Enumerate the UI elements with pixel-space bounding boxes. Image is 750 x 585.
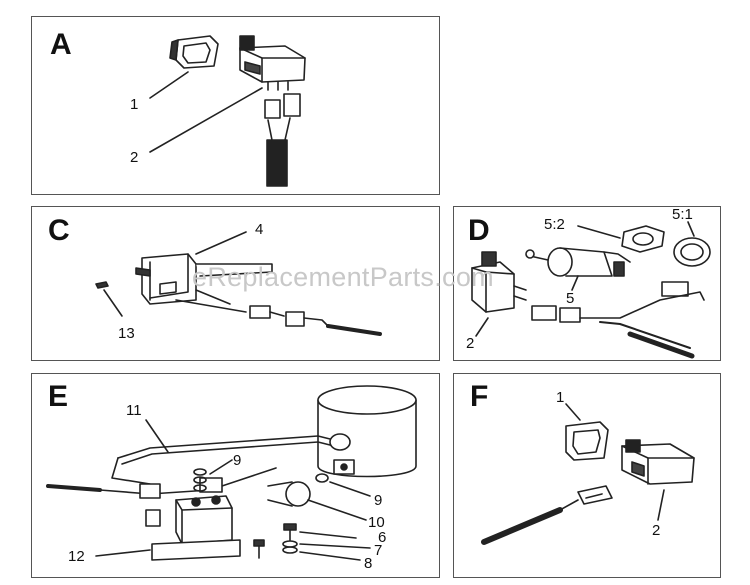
panel-d-harness-drawing: [531, 281, 705, 359]
callout-f-1: 1: [556, 389, 565, 406]
panel-a-switch-bezel-drawing: [169, 35, 219, 69]
callout-a-2: 2: [130, 149, 139, 166]
panel-c-screw-drawing: [95, 281, 109, 289]
panel-a-letter: A: [50, 28, 72, 61]
panel-d-plunger-switch-drawing: [471, 251, 527, 313]
callout-e-12: 12: [68, 548, 85, 565]
panel-d-nut-drawing: [621, 225, 665, 253]
panel-f-leader-2: [657, 489, 665, 521]
panel-a-leader-2: [149, 87, 263, 153]
panel-f: [453, 373, 721, 578]
panel-e-battery-cable-drawing: [111, 433, 351, 485]
panel-a-wire-connector-drawing: [264, 93, 301, 187]
watermark: eReplacementParts.com: [192, 262, 494, 292]
panel-a-leader-1: [149, 71, 189, 99]
panel-f-letter: F: [470, 380, 489, 413]
panel-e-leader-10: [307, 499, 367, 521]
callout-e-10: 10: [368, 514, 385, 531]
panel-e-leader-9-top: [209, 459, 233, 475]
panel-e-letter: E: [48, 380, 69, 413]
callout-e-11: 11: [126, 402, 142, 419]
panel-e-leader-12: [95, 549, 151, 557]
panel-c-harness-drawing: [175, 299, 382, 336]
callout-c-4: 4: [255, 221, 264, 238]
panel-c-leader-4: [195, 231, 247, 255]
panel-d-lock-washer-drawing: [673, 237, 711, 267]
panel-d-pressure-switch-drawing: [525, 247, 631, 277]
panel-c-leader-13: [103, 289, 123, 317]
callout-e-9-top: 9: [233, 452, 242, 469]
callout-a-1: 1: [130, 96, 139, 113]
callout-f-2: 2: [652, 522, 661, 539]
panel-c-lever-switch-drawing: [135, 253, 273, 305]
callout-d-5-1: 5:1: [672, 206, 693, 223]
panel-f-switch-bezel-drawing: [565, 421, 609, 461]
panel-e-leader-7: [299, 543, 371, 549]
panel-d-leader-2: [475, 317, 489, 337]
callout-e-8: 8: [364, 555, 373, 572]
panel-e-ground-cable-drawing: [46, 467, 277, 499]
panel-f-harness-drawing: [481, 485, 613, 545]
panel-e-leader-11: [145, 419, 169, 453]
panel-e-leader-9-right: [329, 481, 371, 497]
panel-e-boot-drawing: [267, 481, 311, 507]
callout-e-6: 6: [378, 529, 387, 546]
callout-e-9-right: 9: [374, 492, 383, 509]
callout-e-7: 7: [374, 542, 383, 559]
panel-f-leader-1: [565, 403, 581, 421]
panel-e-leader-8: [299, 551, 361, 561]
panel-e-leader-6: [299, 531, 357, 539]
panel-a: [31, 16, 440, 195]
callout-d-5: 5: [566, 290, 575, 307]
panel-c-letter: C: [48, 214, 70, 247]
callout-d-2: 2: [466, 335, 475, 352]
callout-d-5-2: 5:2: [544, 216, 565, 233]
panel-e-solenoid-drawing: [145, 495, 241, 561]
panel-d-leader-5-1: [687, 221, 695, 237]
panel-e-tank-drawing: [317, 385, 417, 478]
callout-c-13: 13: [118, 325, 135, 342]
panel-d-leader-5: [571, 275, 579, 291]
panel-d-letter: D: [468, 214, 490, 247]
panel-f-rocker-switch-drawing: [621, 439, 695, 485]
panel-a-rocker-switch-drawing: [239, 35, 306, 91]
panel-e-hardware-drawing: [193, 468, 329, 559]
panel-d-leader-5-2: [577, 225, 621, 239]
